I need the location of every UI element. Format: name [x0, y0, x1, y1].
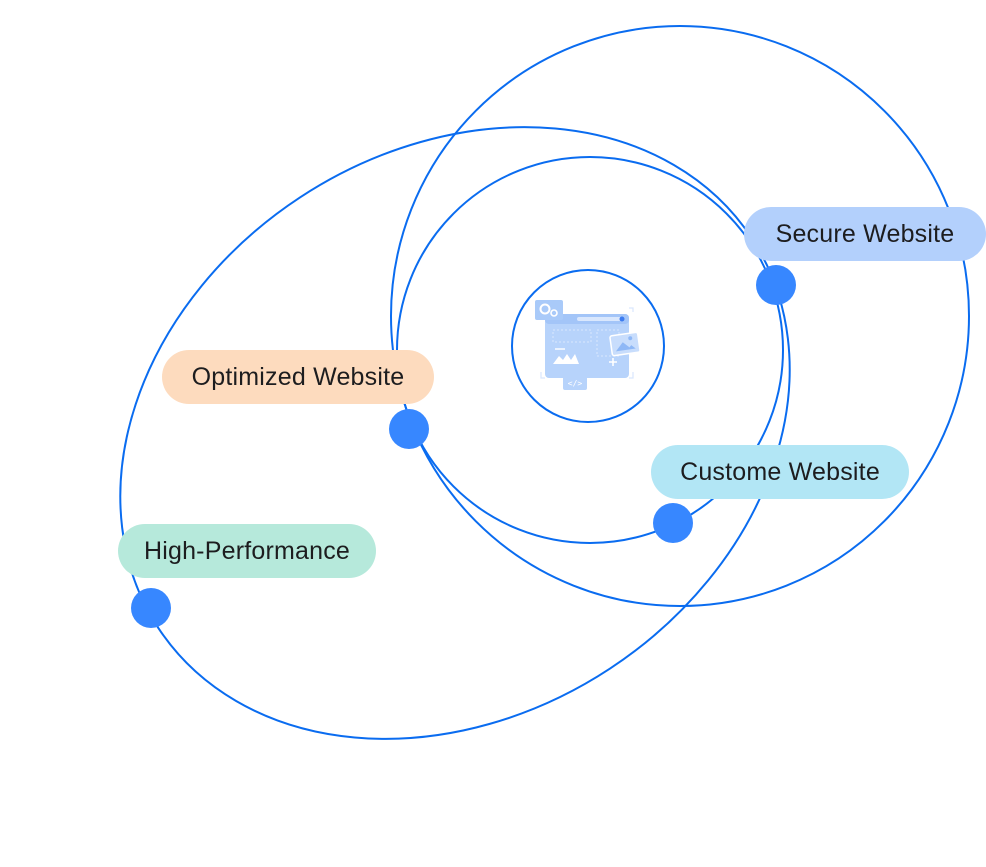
- node-dot-secure-website[interactable]: [756, 265, 796, 305]
- orbit-left-ring: [119, 126, 791, 740]
- node-dot-optimized-website[interactable]: [389, 409, 429, 449]
- orbit-right-ring: [390, 25, 970, 607]
- node-label-high-performance: High-Performance: [118, 524, 376, 578]
- node-dot-high-performance[interactable]: [131, 588, 171, 628]
- node-label-optimized-website: Optimized Website: [162, 350, 434, 404]
- node-dot-custome-website[interactable]: [653, 503, 693, 543]
- orbit-center-ring: [511, 269, 665, 423]
- node-label-custome-website: Custome Website: [651, 445, 909, 499]
- svg-text:</>: </>: [568, 379, 583, 388]
- web-development-icon: </>: [535, 300, 641, 390]
- node-label-secure-website: Secure Website: [744, 207, 986, 261]
